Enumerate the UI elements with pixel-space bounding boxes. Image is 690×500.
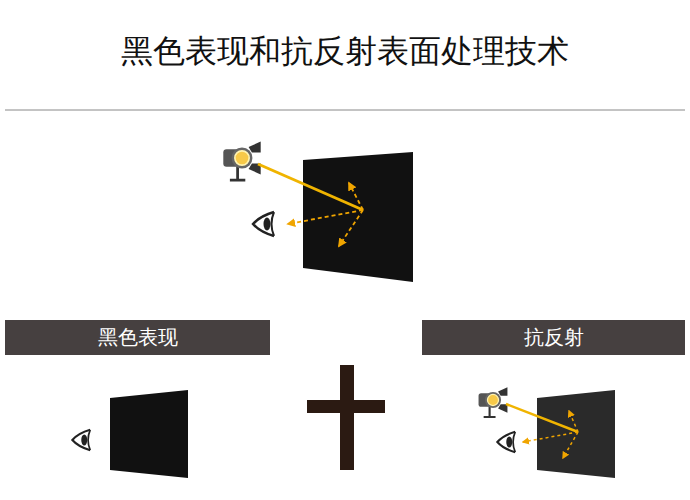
label-band: 抗反射 — [422, 320, 685, 355]
spotlight-icon — [223, 142, 260, 181]
band-label: 抗反射 — [524, 324, 584, 351]
label-band: 黑色表现 — [5, 320, 270, 355]
spotlight-icon — [479, 387, 508, 417]
eye-icon — [497, 432, 515, 452]
band-label: 黑色表现 — [98, 324, 178, 351]
antireflective-panel — [537, 390, 615, 478]
light-ray — [506, 404, 578, 432]
diagram-title: 黑色表现和抗反射表面处理技术 — [0, 30, 690, 74]
divider-line — [5, 110, 685, 111]
plus-sign — [307, 365, 385, 470]
light-ray — [258, 164, 363, 210]
black-panel — [303, 152, 413, 282]
reflection-rays — [523, 411, 578, 458]
reflection-rays — [288, 183, 363, 246]
eye-icon — [253, 212, 274, 236]
black-panel — [110, 390, 188, 478]
eye-icon — [72, 430, 90, 450]
